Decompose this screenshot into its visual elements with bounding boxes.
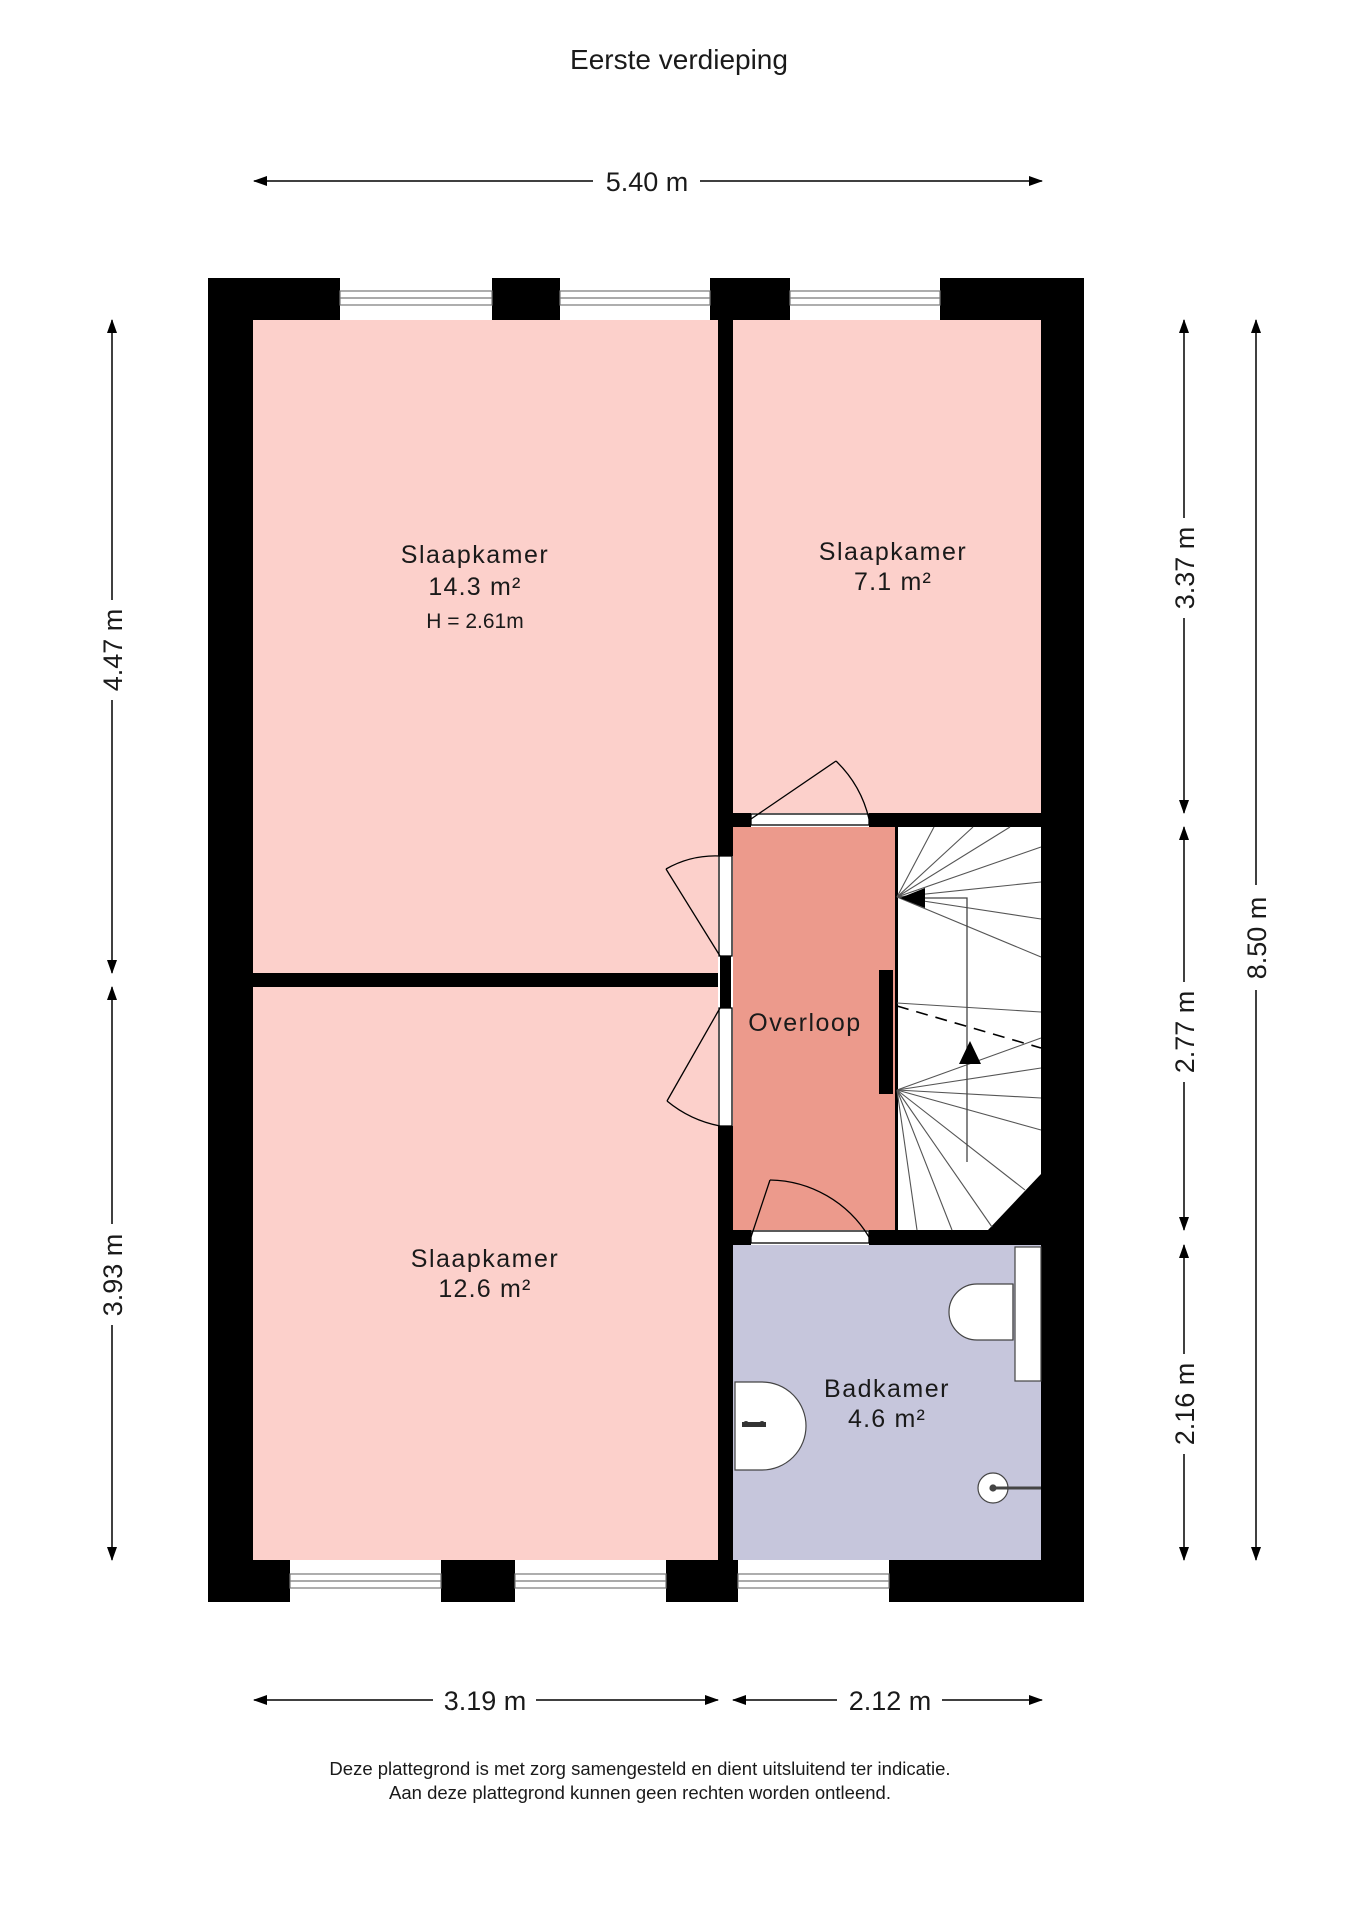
window-top-1	[339, 290, 493, 306]
dim-label-right-bottom: 2.16 m	[1170, 1363, 1200, 1446]
room-name-overloop: Overloop	[748, 1009, 861, 1037]
room-floor-slaapkamer-1	[253, 320, 718, 973]
window-bottom-1	[289, 1573, 442, 1589]
room-name-slaapkamer-1: Slaapkamer	[401, 541, 549, 569]
stair-arrow-up	[959, 1041, 981, 1064]
room-area-slaapkamer-1: 14.3 m²	[428, 573, 521, 601]
disclaimer-line-1: Deze plattegrond is met zorg samengestel…	[329, 1758, 951, 1779]
stair-cut-line	[896, 1005, 1042, 1049]
bathroom-fixtures	[734, 1246, 1042, 1504]
window-top-3	[789, 290, 941, 306]
dim-label-left-top: 4.47 m	[98, 609, 128, 692]
page-title: Eerste verdieping	[570, 44, 788, 75]
doors	[665, 760, 870, 1244]
sink-icon	[734, 1381, 807, 1471]
window-bottom-2	[514, 1573, 667, 1589]
tap-icon	[742, 1421, 766, 1427]
room-floor-slaapkamer-3	[253, 987, 718, 1560]
walls	[208, 278, 1084, 1602]
room-area-badkamer: 4.6 m²	[848, 1405, 926, 1433]
toilet-tank	[1014, 1246, 1042, 1382]
dim-label-right-middle: 2.77 m	[1170, 991, 1200, 1074]
room-name-slaapkamer-3: Slaapkamer	[411, 1245, 559, 1273]
dim-label-right-top: 3.37 m	[1170, 527, 1200, 610]
door-slaapkamer-3	[666, 1007, 733, 1127]
door-slaapkamer-1	[665, 855, 733, 957]
room-floor-slaapkamer-2	[733, 320, 1041, 813]
window-top-2	[559, 290, 711, 306]
window-bottom-3	[737, 1573, 890, 1589]
toilet-icon	[948, 1283, 1014, 1341]
room-floor-overloop	[733, 827, 895, 1230]
room-area-slaapkamer-2: 7.1 m²	[854, 568, 932, 596]
dim-label-total-height: 8.50 m	[1242, 897, 1272, 980]
dim-label-total-width: 5.40 m	[606, 167, 689, 197]
room-name-slaapkamer-2: Slaapkamer	[819, 538, 967, 566]
room-area-slaapkamer-3: 12.6 m²	[438, 1275, 531, 1303]
stair-area	[897, 827, 1041, 1230]
room-height-slaapkamer-1: H = 2.61m	[426, 610, 523, 633]
dim-label-left-bottom: 3.93 m	[98, 1234, 128, 1317]
dim-label-bottom-right: 2.12 m	[849, 1686, 932, 1716]
disclaimer-line-2: Aan deze plattegrond kunnen geen rechten…	[389, 1782, 891, 1803]
door-slaapkamer-2	[750, 760, 870, 826]
dim-label-bottom-left: 3.19 m	[444, 1686, 527, 1716]
door-badkamer	[750, 1179, 870, 1244]
windows	[289, 290, 941, 1589]
room-name-badkamer: Badkamer	[824, 1375, 950, 1403]
disclaimer: Deze plattegrond is met zorg samengestel…	[0, 1757, 1280, 1805]
stair-arrow-top	[900, 888, 925, 908]
